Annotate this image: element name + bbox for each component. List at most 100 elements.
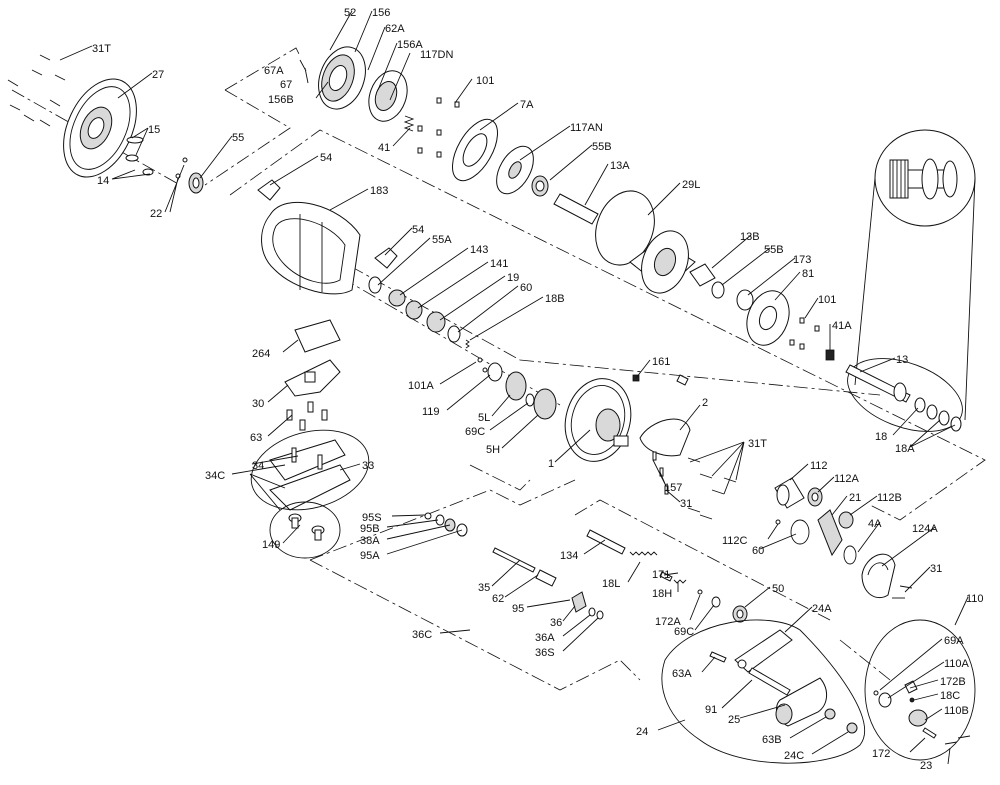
label-13B: 13B [740,231,760,243]
lever-21 [817,509,843,557]
screw-63A [709,651,727,663]
clicker-81 [746,290,790,346]
cam-2 [639,418,691,457]
label-101-right: 101 [818,294,836,306]
small-parts-14-15-22 [125,136,188,179]
washer-117AN [496,145,534,195]
label-27: 27 [152,69,164,81]
label-18H: 18H [652,588,672,600]
bearing-55B-top [531,175,549,197]
nut-63B-24C [824,708,858,734]
label-156B: 156B [268,94,294,106]
label-18L: 18L [602,578,620,590]
group-outlines-left [250,429,370,559]
label-171: 171 [652,569,670,581]
label-30: 30 [252,398,264,410]
frame-183 [261,201,361,295]
label-149: 149 [262,539,280,551]
label-25: 25 [728,714,740,726]
label-95S: 95S [362,512,382,524]
spool-29L [595,190,696,294]
screws-31T [687,457,737,520]
label-55A: 55A [432,234,452,246]
label-34: 34 [252,460,264,472]
label-112: 112 [810,460,828,472]
label-18A: 18A [895,443,915,455]
shaft-91 [748,667,791,696]
clip-4A [843,545,857,565]
screws-63 [286,401,328,431]
label-22: 22 [150,208,162,220]
label-156: 156 [372,7,390,19]
part-labels: 31T 27 15 14 22 55 52 156 62A 156A 117DN… [92,7,984,772]
shaft-134 [586,529,626,555]
label-7A: 7A [520,99,534,111]
label-101A: 101A [408,380,434,392]
axis-line-top [204,47,301,186]
label-143: 143 [470,244,488,256]
label-41: 41 [378,142,390,154]
cover-124A [861,553,896,599]
label-101-top: 101 [476,75,494,87]
side-plate-27 [63,78,137,178]
bearing-112A [807,487,823,507]
label-24: 24 [636,726,648,738]
label-54-top: 54 [320,152,332,164]
label-172B: 172B [940,676,966,688]
label-110: 110 [966,593,984,605]
label-23: 23 [920,760,932,772]
handle-group-outline [661,619,866,764]
washers-18-18A [914,397,962,432]
knob-group-110 [864,619,976,761]
bearing-55B-173 [711,281,754,311]
label-21: 21 [849,492,861,504]
bearing-50 [732,605,748,623]
gear-7A [452,118,498,182]
bracket-54 [257,179,398,269]
clamp-30 [284,359,341,397]
handle-25 [775,677,827,727]
plate-264 [294,319,341,353]
spring-171-18H [659,571,687,584]
label-161: 161 [652,356,670,368]
spring-41A [825,349,835,361]
spring-18L [629,551,658,556]
axis-handle [574,499,891,681]
label-117AN: 117AN [570,122,603,134]
sideplate-1 [564,378,632,462]
spring-41 [403,115,415,132]
label-81: 81 [802,268,814,280]
label-29L: 29L [682,179,700,191]
label-41A: 41A [832,320,852,332]
label-95B: 95B [360,523,380,535]
label-62: 62 [492,593,504,605]
rod-clamp-34-33 [269,439,351,511]
label-67A: 67A [264,65,284,77]
label-112A: 112A [834,473,860,485]
leader-lines [59,10,969,765]
screws-23 [944,735,971,745]
gear-train-55A-to-18B [368,276,470,349]
label-54-mid: 54 [412,224,424,236]
label-110B: 110B [944,705,969,717]
label-112C: 112C [722,535,748,547]
label-18: 18 [875,431,887,443]
label-69C-mid: 69C [465,426,485,438]
label-5H: 5H [486,444,500,456]
label-36: 36 [550,617,562,629]
label-264: 264 [252,348,270,360]
label-31T: 31T [92,43,111,55]
label-183: 183 [370,185,388,197]
label-63: 63 [250,432,262,444]
washer-172A-69C [697,589,721,608]
label-14: 14 [97,175,109,187]
handle-arm-24A [734,629,793,673]
screws-31-right [892,585,913,599]
label-173: 173 [793,254,811,266]
label-95A: 95A [360,550,380,562]
label-117DN: 117DN [420,49,453,61]
label-33: 33 [362,460,374,472]
label-63B: 63B [762,734,782,746]
label-24C: 24C [784,750,804,762]
